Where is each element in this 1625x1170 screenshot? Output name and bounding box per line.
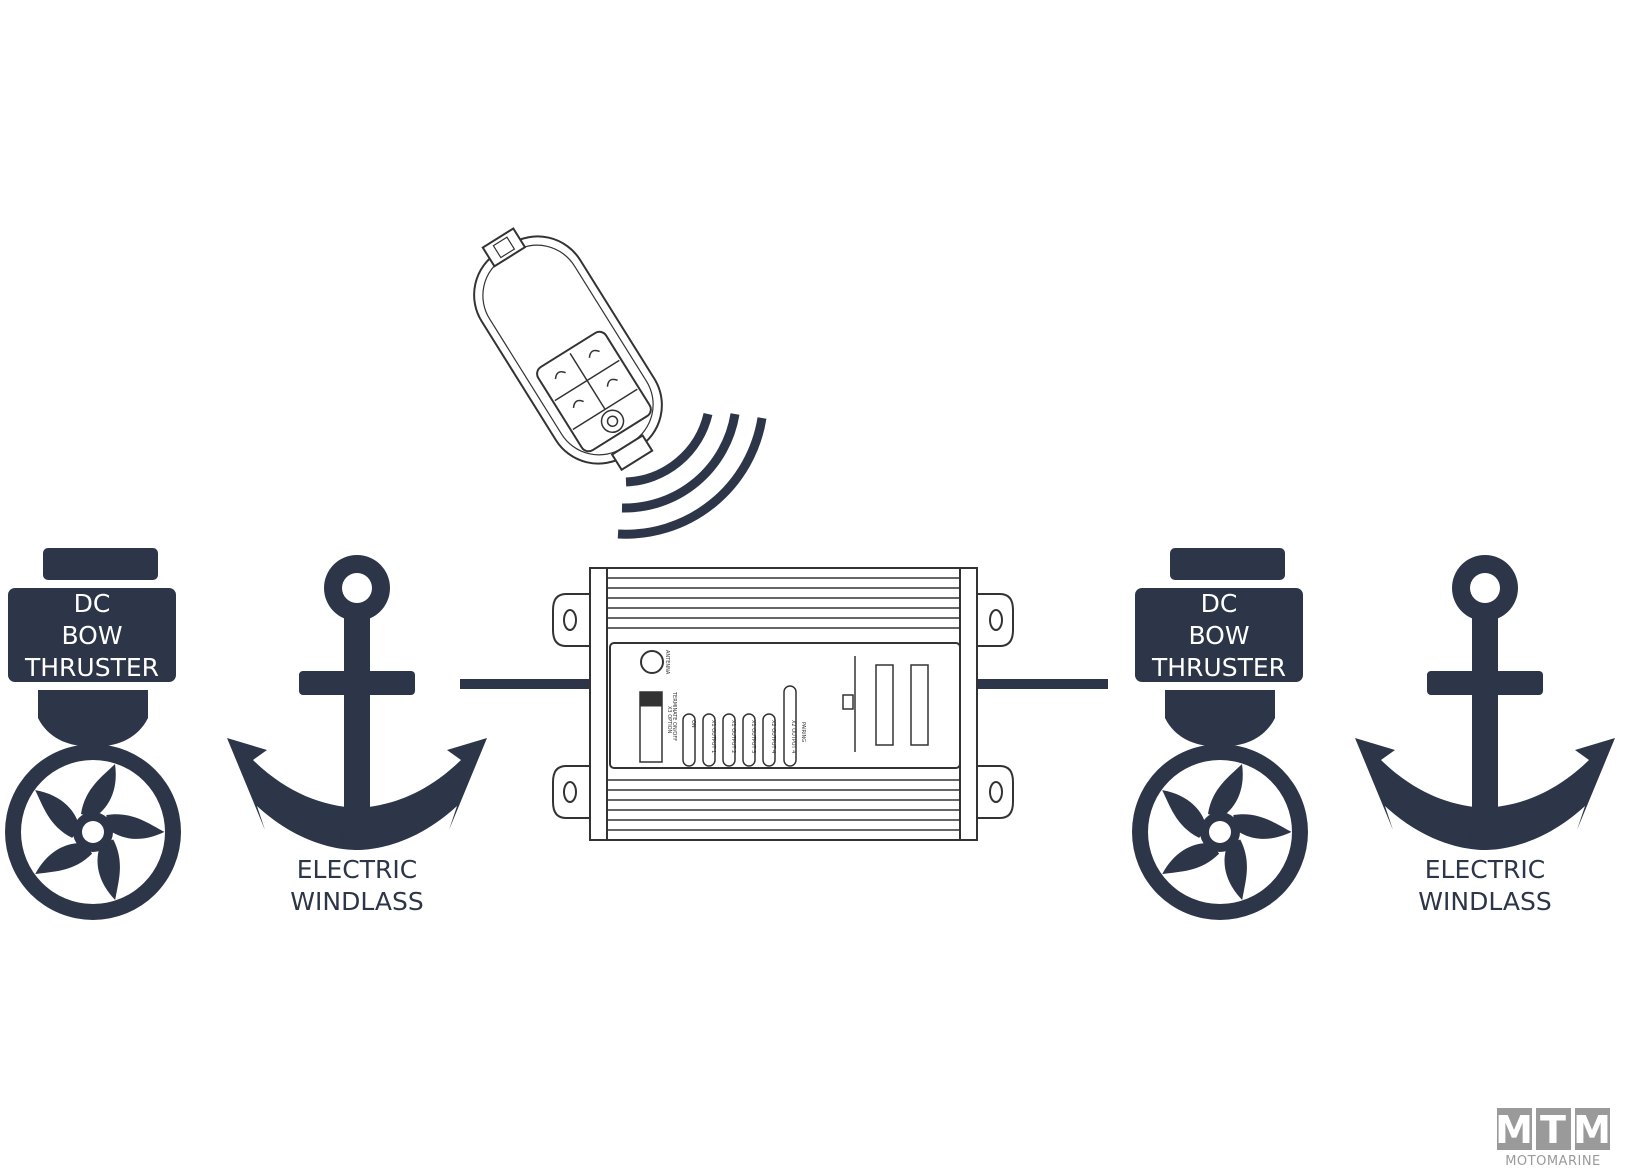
connection-line-right xyxy=(978,679,1108,689)
motomarine-logo: M T M MOTOMARINE xyxy=(1495,1108,1611,1169)
right-windlass-label-3: WINDLASS xyxy=(1418,887,1551,916)
connection-line-left xyxy=(460,679,592,689)
right-thruster-label-2: BOW xyxy=(1188,621,1249,650)
panel-label-pairing: PAIRING xyxy=(800,722,806,742)
left-windlass-label-2: ELECTRIC xyxy=(297,855,417,884)
control-unit-icon xyxy=(552,567,1014,841)
panel-label-output-3: X1 OUTPUT 3 xyxy=(750,720,756,753)
left-bow-thruster-icon: DC BOW THRUSTER xyxy=(5,548,181,920)
right-bow-thruster-icon: DC BOW THRUSTER xyxy=(1132,548,1308,920)
panel-label-on: ON xyxy=(690,720,696,728)
right-anchor-icon xyxy=(1355,555,1615,850)
left-thruster-label-2: BOW xyxy=(61,621,122,650)
logo-letter-2: T xyxy=(1540,1108,1566,1152)
right-windlass-label-2: ELECTRIC xyxy=(1425,855,1545,884)
wireless-remote-icon xyxy=(473,227,663,472)
panel-label-antenna: ANTENNA xyxy=(664,650,670,675)
right-thruster-label-1: DC xyxy=(1201,589,1238,618)
panel-label-output-1: X1 OUTPUT 1 xyxy=(710,720,716,753)
left-windlass-label-1: DC xyxy=(339,823,376,852)
panel-label-output-2: X1 OUTPUT 2 xyxy=(730,720,736,753)
panel-label-x3-option: X3 OPTION xyxy=(666,706,672,734)
wireless-signal-icon xyxy=(617,412,767,539)
control-unit-labels: ANTENNA TERMINATE ON/OFF X3 OPTION ON X1… xyxy=(664,650,806,753)
logo-letter-1: M xyxy=(1495,1108,1533,1152)
panel-label-output-4: X2 OUTPUT 4 xyxy=(770,720,776,753)
right-windlass-label-1: DC xyxy=(1467,823,1504,852)
logo-letter-3: M xyxy=(1573,1108,1611,1152)
left-thruster-label-1: DC xyxy=(74,589,111,618)
panel-label-output-4b: X2 OUTPUT 4 xyxy=(790,720,796,753)
left-anchor-icon xyxy=(227,555,487,850)
right-thruster-label-3: THRUSTER xyxy=(1151,653,1286,682)
left-windlass-label-3: WINDLASS xyxy=(290,887,423,916)
panel-label-terminate: TERMINATE ON/OFF xyxy=(671,691,677,741)
logo-name: MOTOMARINE xyxy=(1505,1154,1601,1169)
left-thruster-label-3: THRUSTER xyxy=(24,653,159,682)
